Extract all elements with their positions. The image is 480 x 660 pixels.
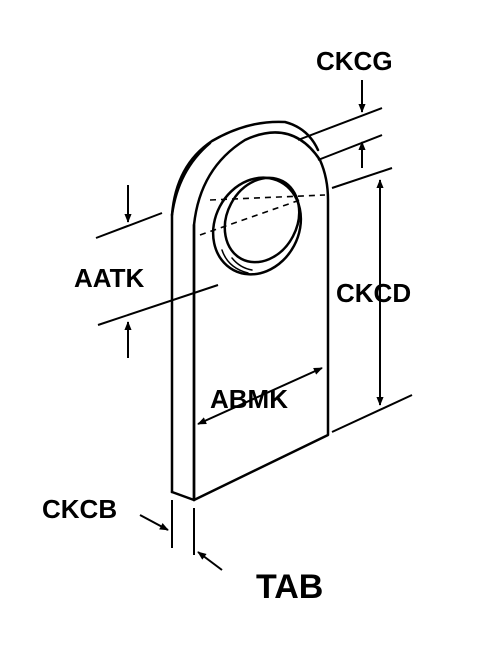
hole-bore-shading: [221, 249, 253, 274]
ckcd-label: CKCD: [336, 278, 411, 308]
abmk-arrow: [197, 367, 323, 425]
ckcb-arrow-left: [139, 514, 169, 531]
tab-bottom-edge: [170, 490, 196, 502]
tab-front-face: [192, 131, 330, 502]
ckcd-extension-top: [331, 167, 393, 189]
aatk-label: AATK: [74, 263, 145, 293]
hole-outer: [211, 176, 303, 276]
hole-inner: [223, 176, 301, 264]
ckcg-extension-lower: [317, 134, 383, 161]
tab-side-face: [170, 141, 212, 502]
ckcd-extension-bottom: [331, 394, 413, 433]
ckcg-extension-upper: [297, 107, 383, 141]
aatk-extension-lower: [97, 284, 219, 326]
ckcg-label: CKCG: [316, 46, 393, 76]
center-line-mid: [199, 199, 301, 236]
abmk-label: ABMK: [210, 384, 288, 414]
diagram-title: TAB: [256, 568, 323, 606]
ckcb-arrow-right: [197, 551, 223, 571]
center-line-top: [209, 194, 326, 201]
tab-top-rim: [170, 120, 320, 217]
aatk-extension-upper: [95, 212, 163, 239]
ckcb-label: CKCB: [42, 494, 117, 524]
